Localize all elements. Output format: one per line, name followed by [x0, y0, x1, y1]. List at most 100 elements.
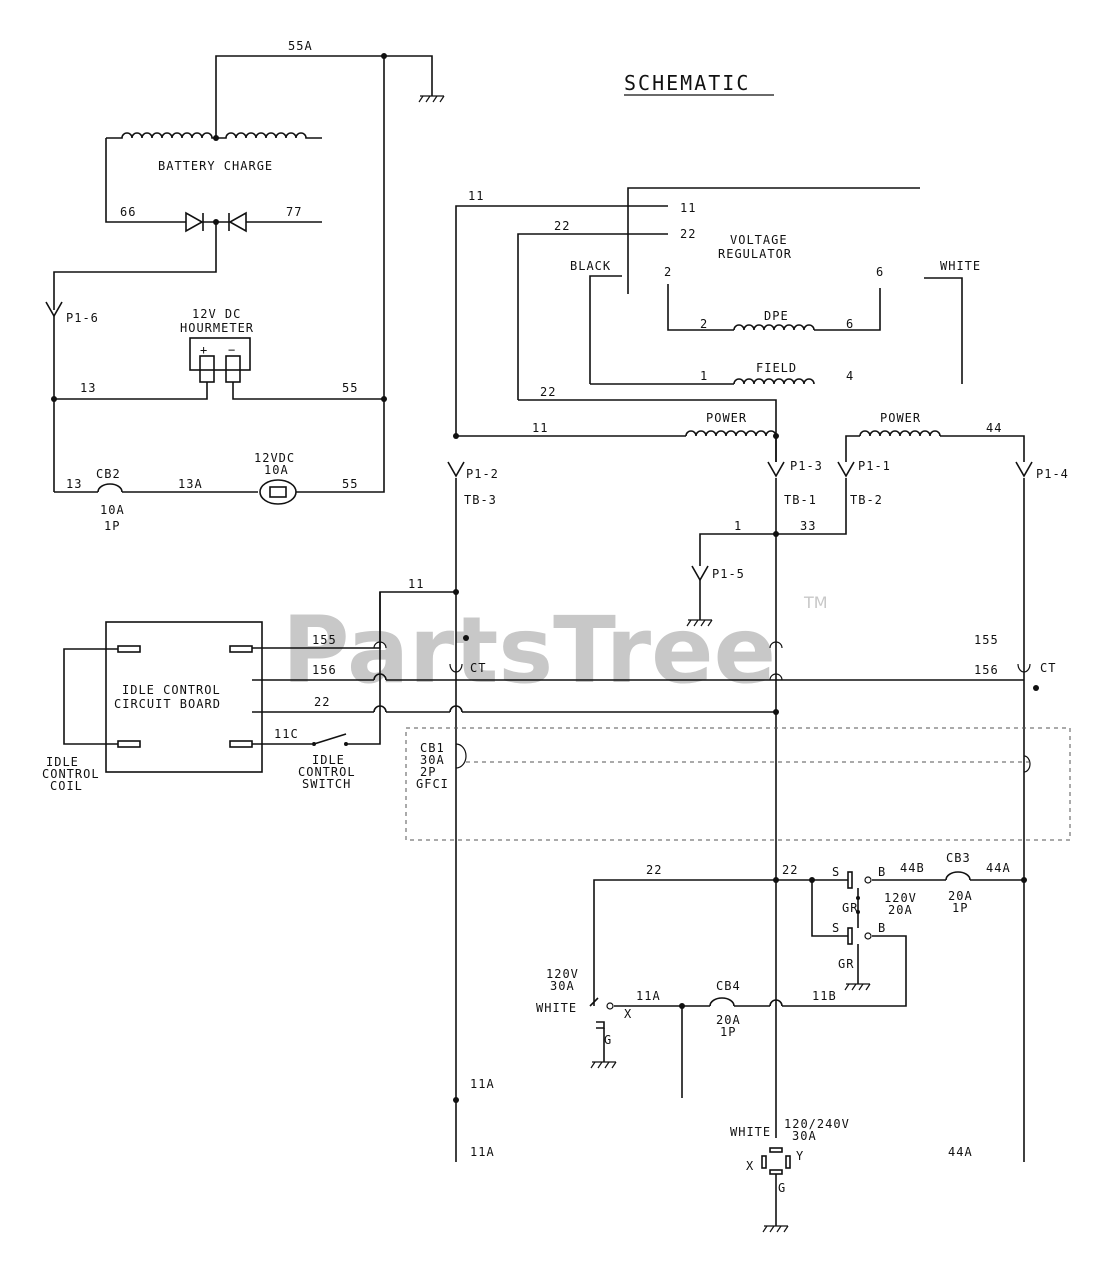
wire-label-22-low-2: 22 [782, 863, 798, 877]
power-winding-2 [859, 430, 941, 437]
wire-label-11-mid: 11 [408, 577, 424, 591]
wire-label-55: 55 [342, 381, 358, 395]
wire-label-55-b: 55 [342, 477, 358, 491]
terminal-label-tb-3: TB-3 [464, 493, 497, 507]
terminal-g-2: G [778, 1181, 786, 1195]
connector-p1-3 [767, 461, 785, 478]
cb1-poles: 2P [420, 765, 436, 779]
hourmeter-plus: + [200, 343, 208, 357]
power-label-1: POWER [706, 411, 747, 425]
terminal-label-tb-2: TB-2 [850, 493, 883, 507]
terminal-y: Y [796, 1149, 804, 1163]
cb3-poles: 1P [952, 901, 968, 915]
recep-120v-30a-label-2: 30A [550, 979, 575, 993]
wire-label-13-b: 13 [66, 477, 82, 491]
recep-120v-30a-label-1: 120V [546, 967, 579, 981]
terminal-label-tb-1: TB-1 [784, 493, 817, 507]
idle-switch-label-3: SWITCH [302, 777, 351, 791]
wire-label-11-power: 11 [532, 421, 548, 435]
cb4-poles: 1P [720, 1025, 736, 1039]
idle-control-circuit-board [105, 621, 263, 773]
hourmeter-minus: − [228, 343, 236, 357]
wire-label-33: 33 [800, 519, 816, 533]
cb3-rating: 20A [948, 889, 973, 903]
recep-240-label-2: 30A [792, 1129, 817, 1143]
dpe-winding [733, 324, 815, 331]
recep-120v-20a-label-2: 20A [888, 903, 913, 917]
wire-label-11b: 11B [812, 989, 837, 1003]
ground-symbol-gr [844, 983, 871, 991]
terminal-x-1: X [624, 1007, 632, 1021]
cb2-label: CB2 [96, 467, 121, 481]
cb1-type: GFCI [416, 777, 449, 791]
terminal-b-2: B [878, 921, 886, 935]
board-label-2: CIRCUIT BOARD [114, 697, 221, 711]
cb2-breaker [97, 483, 123, 493]
connector-label-p1-5: P1-5 [712, 567, 745, 581]
vr-terminal-22: 22 [680, 227, 696, 241]
vr-label-2: REGULATOR [718, 247, 792, 261]
wire-label-155-left: 155 [312, 633, 337, 647]
terminal-x-2: X [746, 1159, 754, 1173]
hourmeter-label-1: 12V DC [192, 307, 241, 321]
wire-label-22-board: 22 [314, 695, 330, 709]
cb1-gfci-breaker [405, 727, 1071, 841]
cb1-label: CB1 [420, 741, 445, 755]
cb2-poles: 1P [104, 519, 120, 533]
hourmeter [189, 337, 251, 371]
field-winding [733, 378, 815, 385]
wire-label-22-top: 22 [554, 219, 570, 233]
schematic-title: SCHEMATIC [624, 71, 750, 95]
connector-label-p1-6: P1-6 [66, 311, 99, 325]
wire-label-22-left: 22 [540, 385, 556, 399]
voltage-regulator-circuit [455, 187, 963, 462]
wire-label-11c: 11C [274, 727, 299, 741]
wire-label-156-right: 156 [974, 663, 999, 677]
hourmeter-label-2: HOURMETER [180, 321, 254, 335]
cb4-rating: 20A [716, 1013, 741, 1027]
cb2-rating: 10A [100, 503, 125, 517]
idle-coil-label-3: COIL [50, 779, 83, 793]
board-label-1: IDLE CONTROL [122, 683, 221, 697]
idle-control-switch [313, 733, 347, 745]
wire-label-44b: 44B [900, 861, 925, 875]
ground-symbol-bottom [762, 1225, 789, 1233]
wire-label-155-right: 155 [974, 633, 999, 647]
power-windings [447, 430, 1033, 478]
vr-terminal-2: 2 [664, 265, 672, 279]
power-winding-1 [685, 430, 777, 437]
white-label-low: WHITE [536, 1001, 577, 1015]
cb4-breaker [709, 997, 735, 1007]
cb1-rating: 30A [420, 753, 445, 767]
connector-label-p1-2: P1-2 [466, 467, 499, 481]
wire-label-44: 44 [986, 421, 1002, 435]
wire-label-1: 1 [734, 519, 742, 533]
wire-label-13: 13 [80, 381, 96, 395]
wire-label-77: 77 [286, 205, 302, 219]
receptacle-120v-20a-upper [847, 871, 853, 889]
wire-label-11a-2: 11A [470, 1077, 495, 1091]
receptacle-120v-20a-lower [847, 927, 853, 945]
battery-charge-circuit [45, 53, 445, 505]
wire-label-66: 66 [120, 205, 136, 219]
connector-label-p1-1: P1-1 [858, 459, 891, 473]
white-label-vr: WHITE [940, 259, 981, 273]
connector-p1-1 [837, 461, 855, 478]
current-transformer-right [1017, 663, 1031, 673]
connector-p1-2 [447, 461, 465, 478]
cb3-breaker [945, 871, 971, 881]
fuse-label-1: 12VDC [254, 451, 295, 465]
idle-coil-label-1: IDLE [46, 755, 79, 769]
wire-label-55a: 55A [288, 39, 313, 53]
connector-label-p1-3: P1-3 [790, 459, 823, 473]
field-label: FIELD [756, 361, 797, 375]
receptacle-120-240v-30a [769, 1147, 783, 1153]
ground-symbol-left [590, 1061, 617, 1069]
battery-charge-winding [106, 132, 322, 139]
terminal-s-2: S [832, 921, 840, 935]
terminal-b-1: B [878, 865, 886, 879]
vr-terminal-11: 11 [680, 201, 696, 215]
recep-120v-20a-label-1: 120V [884, 891, 917, 905]
